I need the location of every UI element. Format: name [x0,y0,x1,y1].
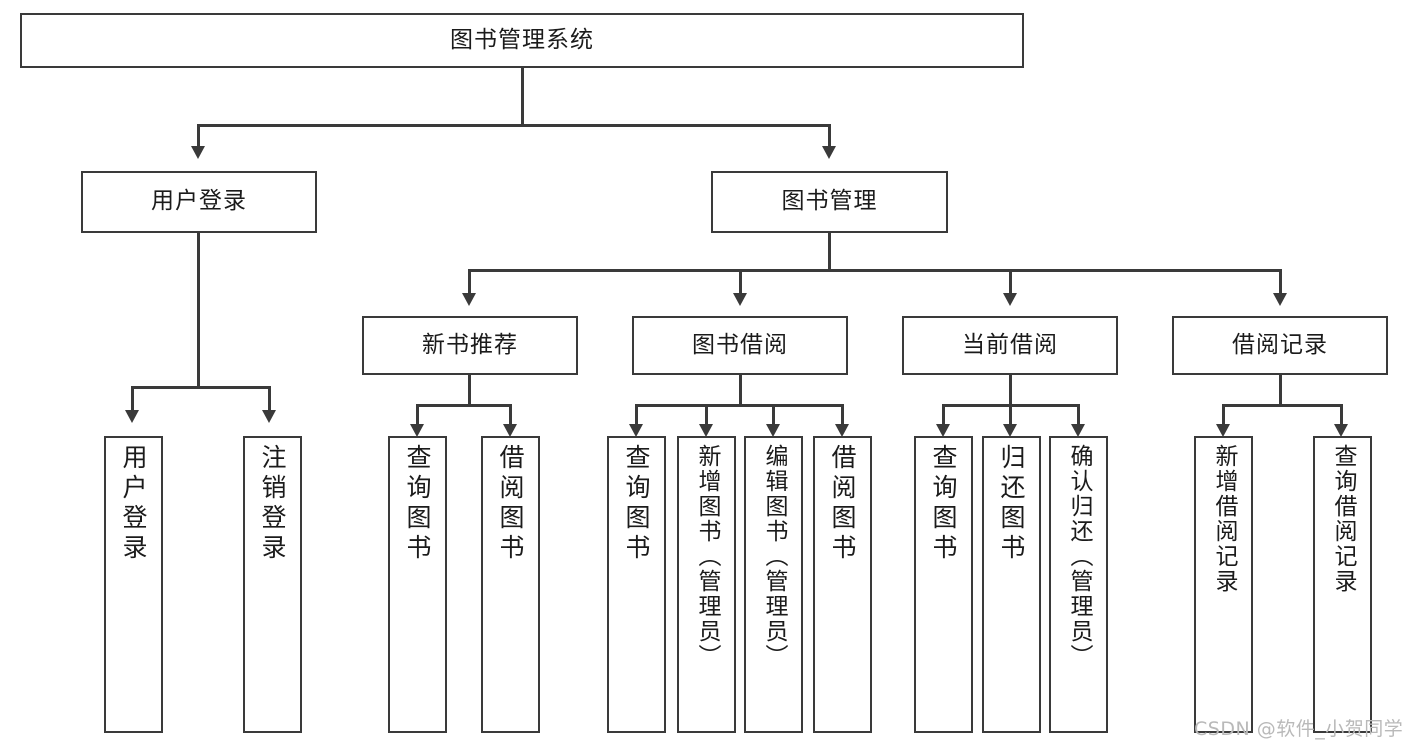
csdn-watermark: CSDN @软件_小贺同学 [1194,718,1404,740]
arrowhead-current-borrow [1003,293,1017,306]
node-user-login[interactable]: 用户登录 [81,171,317,233]
leaf-query-book-current[interactable]: 查询图书 [914,436,973,733]
node-label: 用户登录 [151,188,247,215]
connector-root-stem [521,68,524,126]
connector-new-book-drop-2 [509,404,512,426]
arrowhead-leaf-return-book [1003,424,1017,437]
node-label: 新增图书（管理员） [694,444,720,669]
connector-level2-drop-left [197,124,200,148]
connector-current-borrow-drop-3 [1077,404,1080,426]
connector-level3-bus [468,269,1282,272]
node-current-borrow[interactable]: 当前借阅 [902,316,1118,375]
node-label: 用户登录 [119,444,148,564]
connector-current-borrow-drop-1 [942,404,945,426]
leaf-logout[interactable]: 注销登录 [243,436,302,733]
node-book-borrow[interactable]: 图书借阅 [632,316,848,375]
connector-user-login-bus [131,386,270,389]
node-label: 当前借阅 [962,331,1058,358]
arrowhead-borrow-records [1273,293,1287,306]
node-label: 注销登录 [258,444,287,564]
node-label: 查询图书 [403,444,432,564]
arrowhead-leaf-logout [262,410,276,423]
connector-level3-drop-2 [739,269,742,295]
connector-book-borrow-drop-1 [635,404,638,426]
arrowhead-new-book-recommend [462,293,476,306]
connector-current-borrow-stem [1009,375,1012,406]
arrowhead-book-borrow [733,293,747,306]
leaf-return-book[interactable]: 归还图书 [982,436,1041,733]
leaf-query-book-borrow[interactable]: 查询图书 [607,436,666,733]
arrowhead-leaf-confirm-return [1071,424,1085,437]
node-label: 新增借阅记录 [1211,444,1237,594]
node-label: 确认归还（管理员） [1066,444,1092,669]
arrowhead-leaf-query-book-2 [629,424,643,437]
arrowhead-leaf-query-record [1334,424,1348,437]
connector-borrow-records-drop-2 [1340,404,1343,426]
arrowhead-leaf-query-book-3 [936,424,950,437]
connector-user-login-drop-1 [131,386,134,412]
node-label: 借阅图书 [496,444,525,564]
connector-borrow-records-drop-1 [1222,404,1225,426]
arrowhead-user-login [191,146,205,159]
connector-book-borrow-stem [739,375,742,406]
arrowhead-book-management [822,146,836,159]
leaf-user-login[interactable]: 用户登录 [104,436,163,733]
leaf-add-borrow-record[interactable]: 新增借阅记录 [1194,436,1253,733]
arrowhead-leaf-user-login [125,410,139,423]
connector-level2-drop-right [828,124,831,148]
node-root-book-management-system[interactable]: 图书管理系统 [20,13,1024,68]
connector-new-book-stem [468,375,471,406]
arrowhead-leaf-add-record [1216,424,1230,437]
connector-new-book-bus [416,404,511,407]
node-label: 归还图书 [997,444,1026,564]
connector-new-book-drop-1 [416,404,419,426]
leaf-borrow-book-recommend[interactable]: 借阅图书 [481,436,540,733]
connector-book-borrow-bus [635,404,843,407]
node-book-management[interactable]: 图书管理 [711,171,948,233]
connector-level3-drop-3 [1009,269,1012,295]
node-label: 新书推荐 [422,331,518,358]
node-label: 借阅图书 [828,444,857,564]
leaf-confirm-return-admin[interactable]: 确认归还（管理员） [1049,436,1108,733]
connector-borrow-records-stem [1279,375,1282,406]
connector-user-login-drop-2 [268,386,271,412]
node-label: 借阅记录 [1232,331,1328,358]
node-new-book-recommend[interactable]: 新书推荐 [362,316,578,375]
node-label: 查询图书 [929,444,958,564]
node-label: 图书管理系统 [450,26,594,53]
arrowhead-leaf-query-book-1 [410,424,424,437]
connector-book-borrow-drop-2 [705,404,708,426]
node-label: 图书管理 [781,188,878,215]
node-borrow-records[interactable]: 借阅记录 [1172,316,1388,375]
leaf-add-book-admin[interactable]: 新增图书（管理员） [677,436,736,733]
connector-current-borrow-drop-2 [1009,404,1012,426]
connector-level2-bus [197,124,831,127]
leaf-borrow-book[interactable]: 借阅图书 [813,436,872,733]
connector-book-management-stem [828,233,831,271]
arrowhead-leaf-borrow-book-2 [835,424,849,437]
node-label: 查询借阅记录 [1330,444,1356,594]
connector-book-borrow-drop-4 [841,404,844,426]
arrowhead-leaf-edit-book [766,424,780,437]
arrowhead-leaf-borrow-book-1 [503,424,517,437]
connector-level3-drop-1 [468,269,471,295]
node-label: 编辑图书（管理员） [761,444,787,669]
arrowhead-leaf-add-book [699,424,713,437]
connector-level3-drop-4 [1279,269,1282,295]
leaf-edit-book-admin[interactable]: 编辑图书（管理员） [744,436,803,733]
leaf-query-borrow-record[interactable]: 查询借阅记录 [1313,436,1372,733]
connector-user-login-stem [197,233,200,388]
connector-book-borrow-drop-3 [772,404,775,426]
connector-borrow-records-bus [1222,404,1342,407]
node-label: 查询图书 [622,444,651,564]
leaf-query-book-recommend[interactable]: 查询图书 [388,436,447,733]
node-label: 图书借阅 [692,331,788,358]
